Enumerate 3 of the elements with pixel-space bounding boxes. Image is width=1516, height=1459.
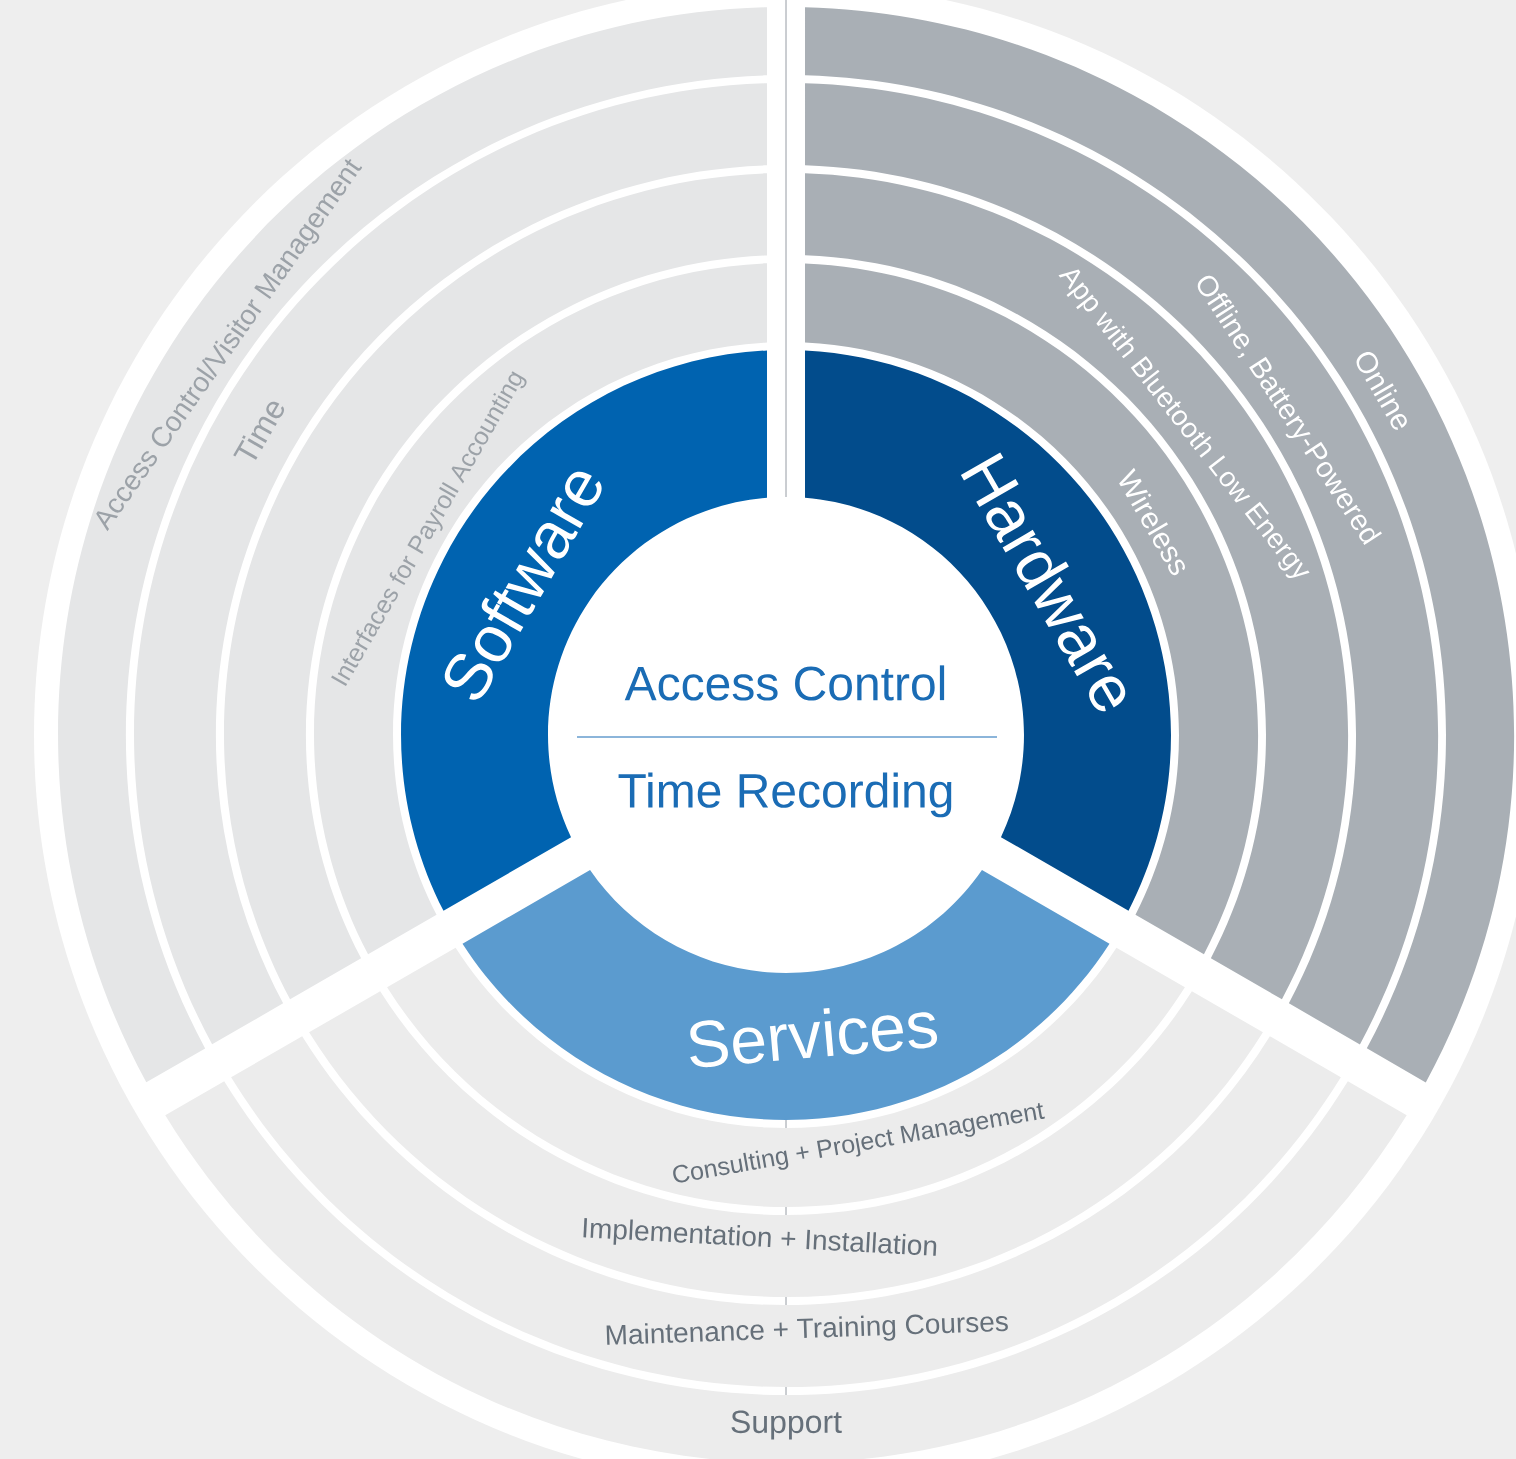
node-label: Implementation + Installation	[583, 1218, 937, 1256]
node-label: Maintenance + Training Courses	[606, 1314, 1008, 1345]
node-label: Support	[731, 1410, 842, 1440]
